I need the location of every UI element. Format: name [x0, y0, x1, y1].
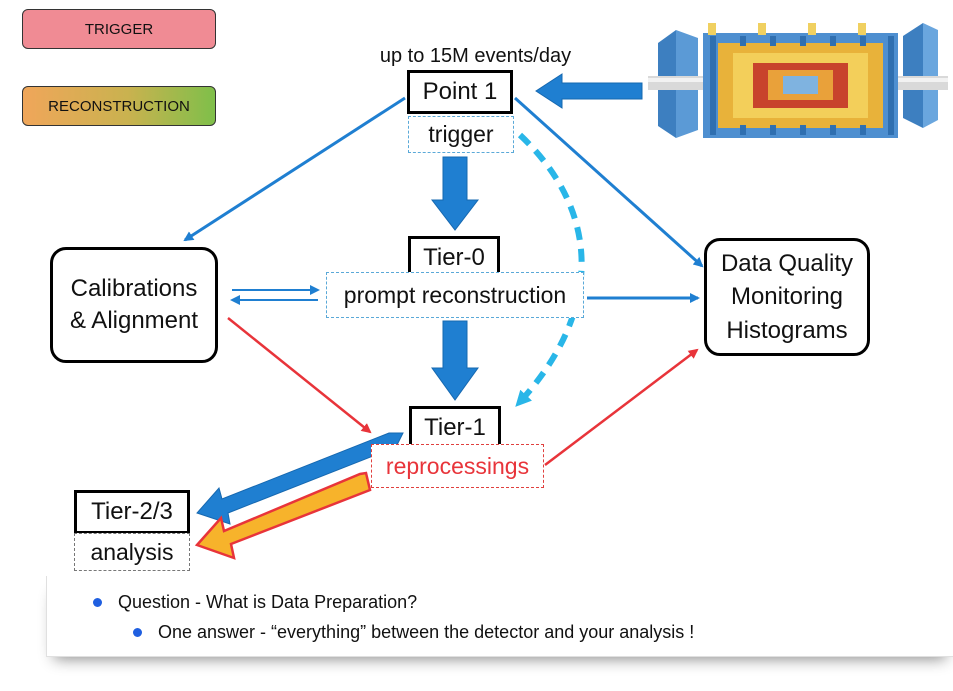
data-quality-line3: Histograms: [726, 316, 848, 344]
trigger-to-tier1-dashed-arrow: [515, 132, 585, 407]
question-text: Question - What is Data Preparation?: [118, 592, 418, 612]
bullet-dot: [93, 598, 102, 607]
data-quality-line1: Data Quality: [720, 250, 854, 278]
bullet-question: Question - What is Data Preparation?: [93, 592, 417, 613]
point1-box: Point 1: [407, 70, 513, 114]
answer-text: One answer - “everything” between the de…: [158, 622, 695, 642]
atlas-detector-image: [648, 8, 948, 158]
reconstruction-legend-box: RECONSTRUCTION: [22, 86, 216, 126]
calibrations-to-tier1-arrow: [227, 317, 372, 434]
tier1-to-tier23-arrow: [196, 432, 404, 525]
reprocessings-to-analysis-arrow: [194, 471, 372, 560]
tier0-to-tier1-arrow: [431, 320, 479, 401]
rate-label: up to 15M events/day: [379, 44, 572, 67]
tier23-box: Tier-2/3: [74, 490, 190, 534]
caption-panel: Question - What is Data Preparation? One…: [46, 576, 953, 657]
bullet-dot: [133, 628, 142, 637]
point1-to-tier0-arrow: [430, 156, 480, 231]
prompt-reconstruction-box: prompt reconstruction: [326, 272, 584, 318]
calibrations-line2: & Alignment: [69, 307, 199, 334]
data-quality-box: Data Quality Monitoring Histograms: [704, 238, 870, 356]
calibrations-alignment-box: Calibrations & Alignment: [50, 247, 218, 363]
reprocessings-to-dataquality-arrow: [544, 348, 699, 466]
trigger-box: trigger: [408, 116, 514, 153]
bullet-answer: One answer - “everything” between the de…: [133, 622, 694, 643]
point1-to-dataquality-arrow: [513, 96, 704, 268]
point1-to-calibrations-arrow: [183, 96, 406, 242]
trigger-legend-box: TRIGGER: [22, 9, 216, 49]
data-quality-line2: Monitoring: [730, 283, 844, 311]
reprocessings-box: reprocessings: [371, 444, 544, 488]
calibrations-line1: Calibrations: [70, 274, 198, 302]
trigger-legend-label: TRIGGER: [84, 20, 154, 38]
detector-to-point1-arrow: [535, 73, 643, 109]
reconstruction-legend-label: RECONSTRUCTION: [48, 97, 190, 115]
analysis-box: analysis: [74, 533, 190, 571]
